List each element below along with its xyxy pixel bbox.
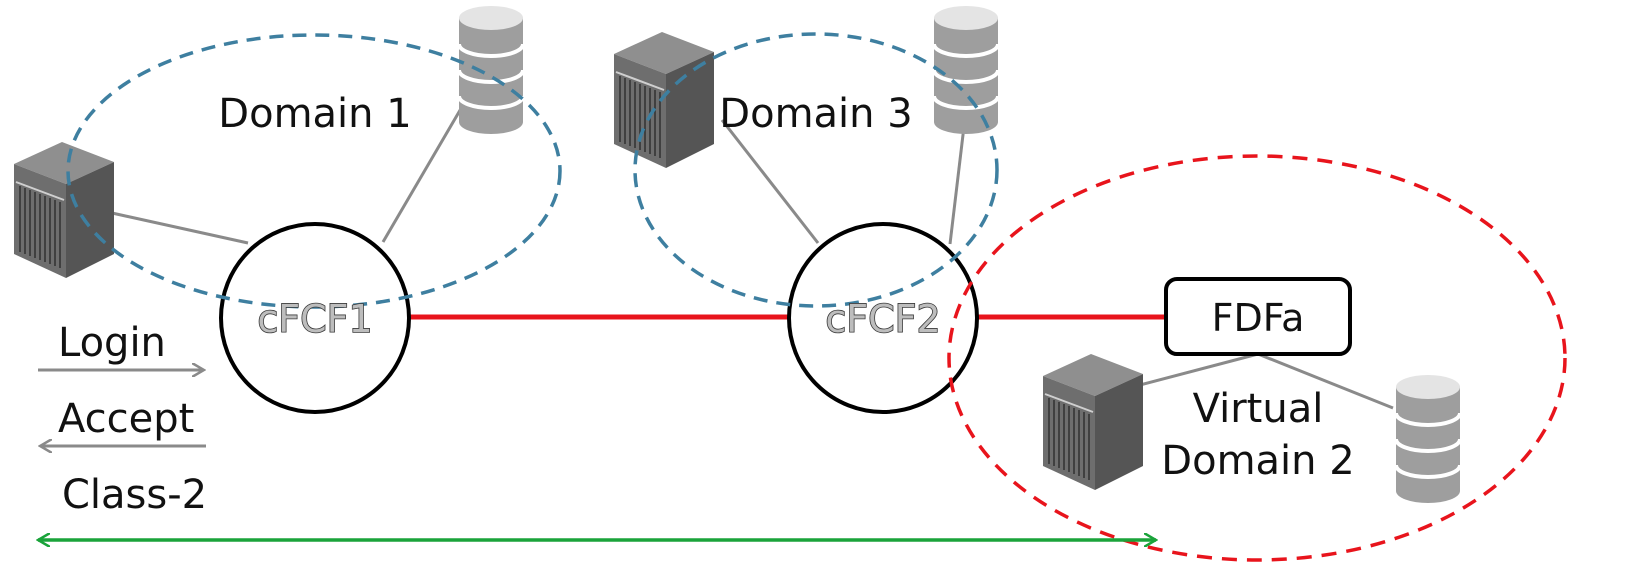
accept-label: Accept (58, 396, 194, 442)
domain1-boundary (66, 33, 562, 309)
class2-label: Class-2 (62, 472, 207, 518)
server-icon (613, 31, 715, 169)
link-db-cfcf2 (948, 117, 967, 245)
fdfa-label: FDFa (1212, 296, 1305, 340)
database-icon (1394, 373, 1462, 505)
link-server-cfcf1 (111, 211, 249, 245)
domain3-boundary (633, 32, 999, 308)
login-label: Login (58, 320, 166, 366)
server-icon (1042, 353, 1144, 491)
virtual-domain2-boundary (947, 154, 1567, 562)
fdfa-node (1164, 277, 1352, 356)
link-db-cfcf1 (381, 99, 468, 243)
cfcf2-label: cFCF2 (825, 297, 940, 341)
domain3-label: Domain 3 (719, 91, 912, 137)
database-icon (932, 4, 1000, 136)
cfcf1-node (219, 222, 411, 414)
link-server-cfcf2 (720, 119, 820, 244)
link-server-fdfa (1139, 352, 1259, 387)
virtual-domain2-label-line1: Virtual (1193, 386, 1324, 432)
cfcf1-label: cFCF1 (257, 297, 372, 341)
virtual-domain2-label-line2: Domain 2 (1161, 438, 1354, 484)
server-icon (13, 141, 115, 279)
database-icon (457, 4, 525, 136)
link-db-fdfa (1257, 352, 1394, 410)
domain1-label: Domain 1 (218, 91, 411, 137)
cfcf2-node (787, 222, 979, 414)
gray-links (111, 99, 1394, 410)
